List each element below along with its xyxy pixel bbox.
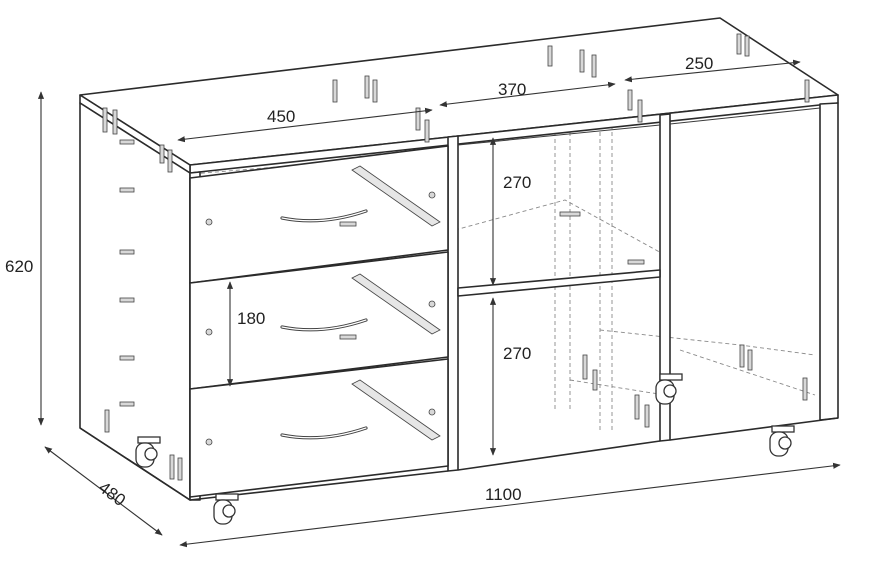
caster [655, 373, 683, 405]
label-lower-compartment-height: 270 [503, 344, 531, 363]
caster [213, 493, 239, 525]
caster [769, 425, 795, 457]
label-overall-width: 1100 [485, 485, 522, 504]
label-right-section-width: 250 [685, 54, 713, 73]
drawer-runner [351, 379, 441, 441]
drawer-runner [351, 273, 441, 335]
label-drawer-height: 180 [237, 309, 265, 328]
label-middle-section-width: 370 [498, 80, 526, 99]
drawer-runner [351, 165, 441, 227]
drawer-top-front [189, 145, 449, 284]
label-overall-height: 620 [5, 257, 33, 276]
left-side-panel [79, 102, 191, 501]
label-overall-depth: 480 [95, 478, 129, 510]
label-upper-compartment-height: 270 [503, 173, 531, 192]
drawer-middle-front [189, 251, 449, 390]
middle-shelf [457, 269, 661, 297]
dimension-lines [37, 59, 841, 548]
right-side-panel [819, 102, 839, 421]
left-divider-panel [447, 135, 459, 472]
label-drawer-section-depth: 450 [267, 107, 295, 126]
drawers [189, 145, 449, 498]
